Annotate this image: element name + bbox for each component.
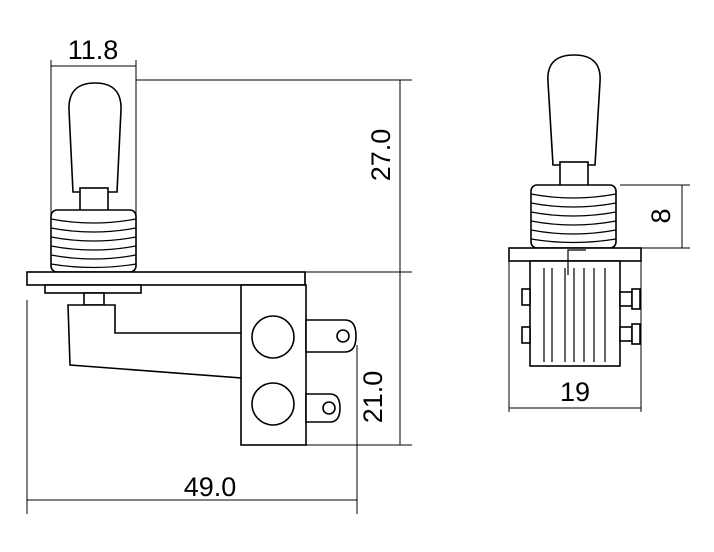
side-threaded-bushing <box>530 184 617 249</box>
mounting-plate <box>26 271 306 286</box>
dimension-lines-front <box>26 60 412 514</box>
dim-label-total-width: 49.0 <box>184 472 237 502</box>
dim-label-thread-width: 11.8 <box>68 35 119 65</box>
side-toggle-tip <box>547 54 601 166</box>
terminal-screw-top <box>619 288 641 310</box>
contact-circle-top <box>251 315 295 359</box>
side-tab-bottom <box>521 326 531 344</box>
dimension-lines-side <box>508 184 690 412</box>
dim-label-thread-length: 8 <box>646 208 676 223</box>
plate-lip <box>44 284 142 294</box>
pivot-shaft <box>83 292 105 306</box>
front-view <box>26 82 357 446</box>
dim-label-total-height: 27.0 <box>366 129 396 182</box>
side-toggle-neck <box>559 161 589 187</box>
solder-lug-top <box>305 319 357 353</box>
toggle-neck <box>79 187 109 213</box>
terminal-screw-bottom <box>619 323 641 345</box>
actuator-wire <box>567 249 586 275</box>
threaded-bushing <box>50 209 137 273</box>
side-tab-top <box>521 288 531 306</box>
side-view <box>508 54 642 367</box>
dim-label-lower-height: 21.0 <box>358 371 388 424</box>
toggle-tip <box>68 82 122 193</box>
contact-circle-bottom <box>251 382 295 426</box>
lever-body <box>67 304 243 379</box>
dim-label-side-width: 19 <box>560 377 590 407</box>
